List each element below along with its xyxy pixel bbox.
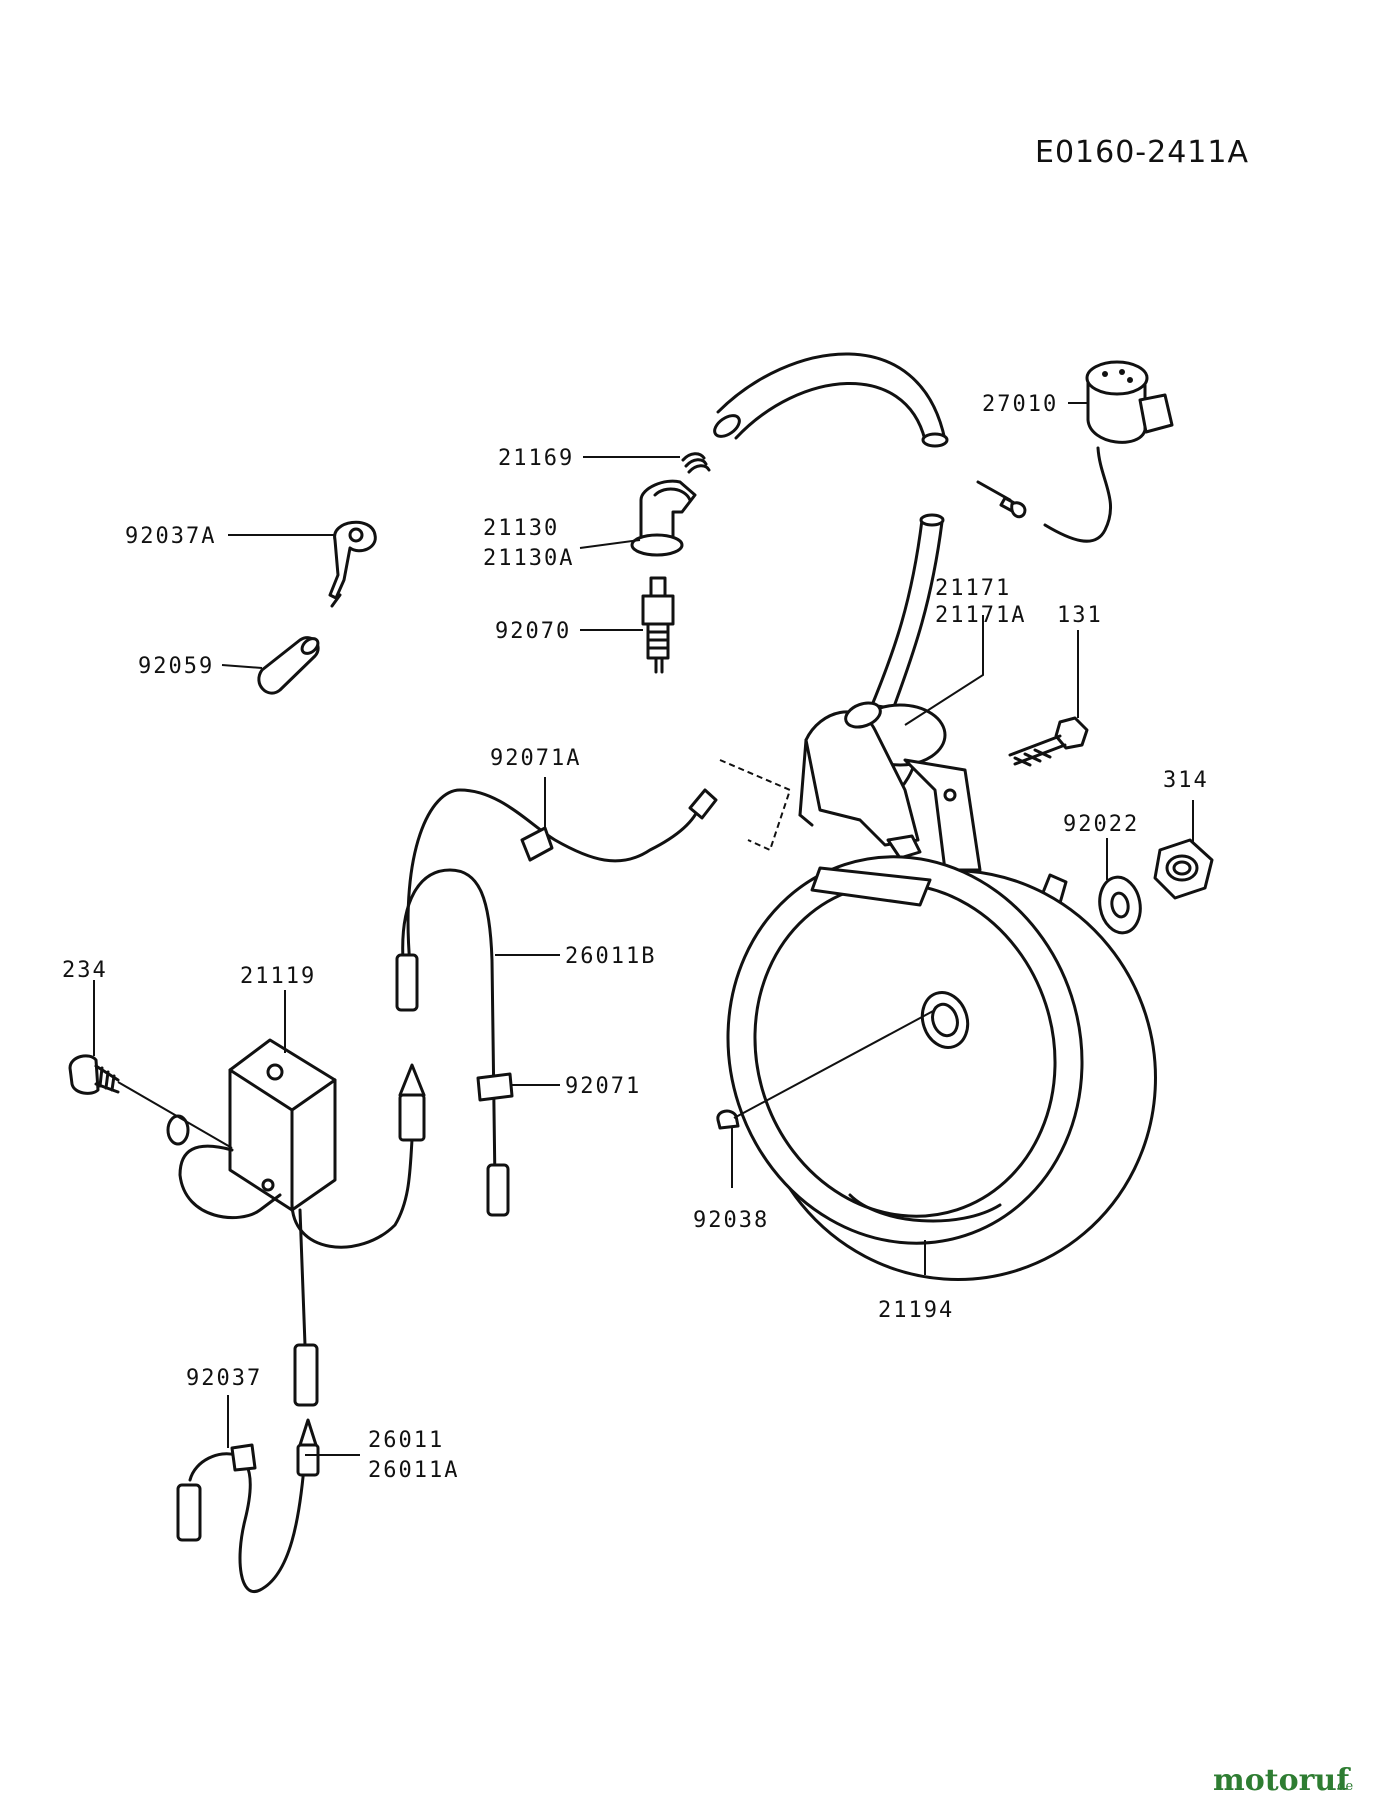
nut-314: [1153, 838, 1214, 900]
watermark: motoruf .de: [1213, 1763, 1353, 1798]
diagram-code: E0160-2411A: [1035, 135, 1249, 170]
spring-clip-21169: [681, 452, 711, 474]
label-234: 234: [62, 958, 108, 983]
terminal-c: [293, 1343, 319, 1407]
label-92070: 92070: [495, 619, 571, 644]
ignition-module-21119: [228, 1038, 337, 1212]
terminal-b: [486, 1163, 510, 1217]
label-26011: 26011: [368, 1428, 444, 1453]
label-21171A: 21171A: [935, 603, 1026, 628]
screw-234: [68, 1054, 120, 1095]
leader-lines: [93, 402, 1194, 1456]
terminal-92037A: [328, 520, 377, 608]
wire-harness: [176, 788, 718, 1594]
terminal-a: [395, 953, 419, 1012]
label-26011B: 26011B: [565, 944, 656, 969]
bolt-131: [1008, 716, 1089, 767]
coil-connector-dash: [719, 759, 792, 852]
label-21130A: 21130A: [483, 546, 574, 571]
label-92038: 92038: [693, 1208, 769, 1233]
label-21169: 21169: [498, 446, 574, 471]
label-21171: 21171: [935, 576, 1011, 601]
plug-cap-21130: [630, 479, 697, 557]
ignition-coil-21171: [798, 701, 982, 872]
label-27010: 27010: [982, 392, 1058, 417]
spark-plug-lead: [713, 352, 949, 714]
terminal-d: [176, 1483, 202, 1542]
label-92071: 92071: [565, 1074, 641, 1099]
watermark-tld: .de: [1333, 1779, 1353, 1794]
label-92022: 92022: [1063, 812, 1139, 837]
spark-plug-92070: [641, 576, 675, 674]
stop-switch-27010: [976, 360, 1174, 543]
woodruff-key-92038: [716, 1109, 740, 1130]
label-21130: 21130: [483, 516, 559, 541]
flywheel-21194: [726, 855, 1157, 1282]
part-labels: 27010 21169 92037A 21130 21130A 92070 92…: [62, 392, 1209, 1483]
label-314: 314: [1163, 768, 1209, 793]
label-92071A: 92071A: [490, 746, 581, 771]
label-92037A: 92037A: [125, 524, 216, 549]
label-21119: 21119: [240, 964, 316, 989]
watermark-brand: motoruf: [1213, 1763, 1351, 1798]
label-131: 131: [1057, 603, 1103, 628]
washer-92022: [1098, 875, 1142, 935]
sleeve-92059: [257, 636, 320, 695]
label-92037: 92037: [186, 1366, 262, 1391]
label-21194: 21194: [878, 1298, 954, 1323]
label-26011A: 26011A: [368, 1458, 459, 1483]
label-92059: 92059: [138, 654, 214, 679]
